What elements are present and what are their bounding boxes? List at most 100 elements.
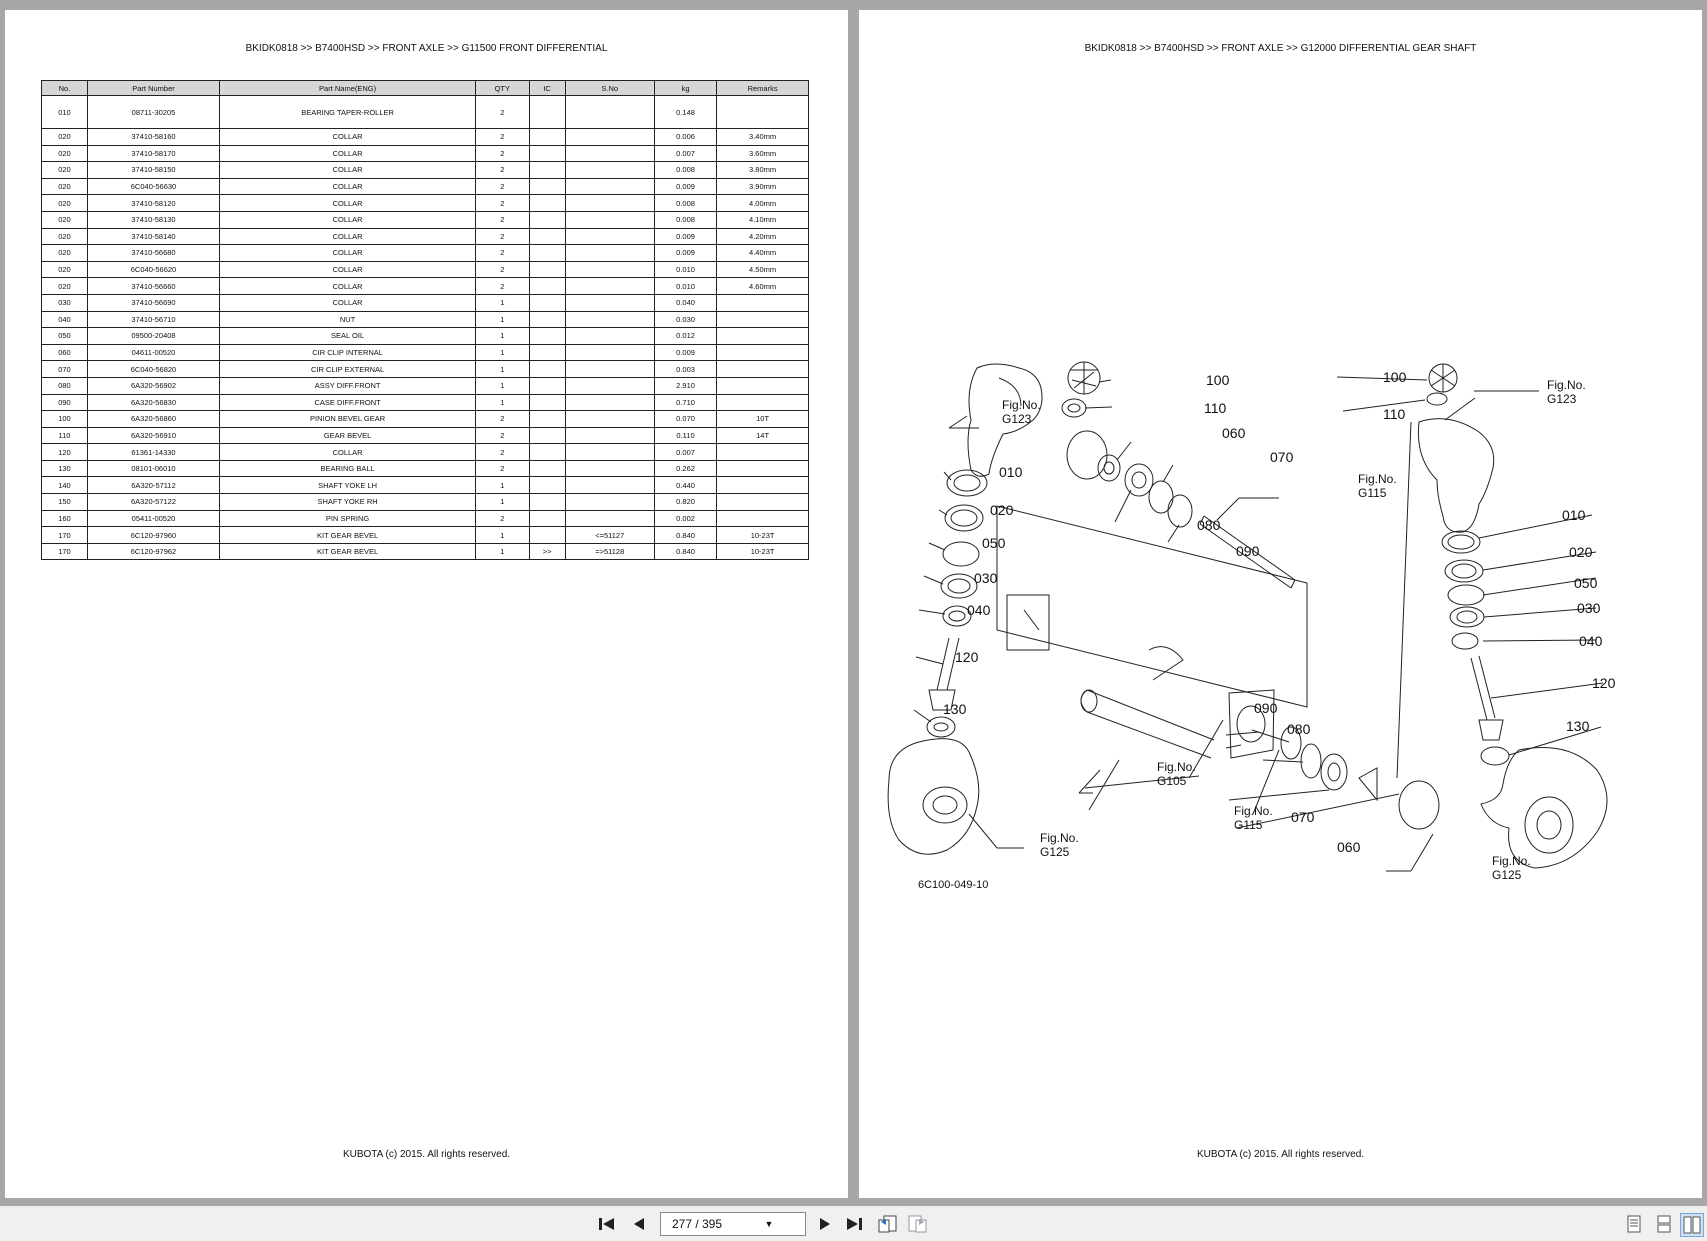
cell-ic (528, 227, 566, 246)
cell-no: 090 (41, 393, 88, 412)
cell-no: 100 (41, 410, 88, 428)
cell-sno (564, 177, 655, 196)
cell-ic (528, 277, 566, 295)
chevron-down-icon[interactable]: ▼ (764, 1219, 774, 1229)
cell-remarks (716, 360, 809, 378)
callout-060: 060 (1222, 425, 1246, 441)
cell-no: 020 (41, 177, 88, 196)
cell-sno (564, 459, 655, 478)
cell-remarks: 10T (716, 410, 809, 428)
cell-ic (528, 493, 566, 511)
cell-qty: 2 (475, 95, 530, 129)
cell-kg: 0.007 (653, 443, 718, 461)
cell-sno (564, 260, 655, 279)
cell-sno (564, 293, 655, 312)
cell-part-name: COLLAR (219, 194, 477, 212)
cell-qty: 2 (475, 277, 530, 295)
page-number-field[interactable]: 277 / 395 ▼ (660, 1212, 806, 1236)
cell-part-name: KIT GEAR BEVEL (219, 542, 477, 561)
cell-ic (528, 310, 566, 329)
cell-ic (528, 393, 566, 412)
next-page-icon[interactable] (814, 1213, 836, 1235)
cell-remarks (716, 327, 809, 345)
cell-sno: <=51127 (564, 526, 655, 544)
cell-remarks (716, 293, 809, 312)
cell-sno (564, 244, 655, 262)
cell-part-name: COLLAR (219, 227, 477, 246)
cell-sno (564, 144, 655, 163)
last-page-icon[interactable] (843, 1213, 865, 1235)
col-header-sno: S.No (564, 80, 655, 96)
cell-sno (564, 493, 655, 511)
cell-ic (528, 327, 566, 345)
cell-part-name: COLLAR (219, 260, 477, 279)
cell-no: 070 (41, 360, 88, 378)
table-header-row: No. Part Number Part Name(ENG) QTY IC S.… (41, 80, 809, 96)
callout-070-center: 070 (1291, 809, 1315, 825)
cell-part-number: 37410-58170 (86, 144, 221, 163)
cell-kg: 0.012 (653, 327, 718, 345)
col-header-no: No. (41, 80, 88, 96)
cell-no: 150 (41, 493, 88, 511)
continuous-view-icon[interactable] (1654, 1213, 1674, 1235)
callout-020: 020 (990, 502, 1014, 518)
cell-remarks: 4.40mm (716, 244, 809, 262)
callout-130: 130 (943, 701, 967, 717)
cell-no: 010 (41, 95, 88, 129)
cell-ic (528, 443, 566, 461)
cell-part-number: 6A320-56830 (86, 393, 221, 412)
cell-ic (528, 360, 566, 378)
cell-sno (564, 128, 655, 146)
facing-pages-view-icon[interactable] (1680, 1213, 1704, 1237)
cell-qty: 2 (475, 161, 530, 179)
cell-remarks: 3.90mm (716, 177, 809, 196)
cell-qty: 1 (475, 376, 530, 395)
cell-no: 140 (41, 476, 88, 495)
cell-kg: 0.009 (653, 177, 718, 196)
cell-no: 080 (41, 376, 88, 395)
cell-part-name: SHAFT YOKE RH (219, 493, 477, 511)
cell-part-name: GEAR BEVEL (219, 426, 477, 445)
cell-remarks (716, 393, 809, 412)
callout-040: 040 (967, 602, 991, 618)
cell-qty: 1 (475, 526, 530, 544)
cell-part-name: NUT (219, 310, 477, 329)
cell-sno (564, 277, 655, 295)
cell-remarks: 10-23T (716, 542, 809, 561)
cell-part-number: 37410-56710 (86, 310, 221, 329)
cell-qty: 2 (475, 509, 530, 528)
go-back-view-icon[interactable] (876, 1213, 900, 1235)
cell-remarks (716, 509, 809, 528)
figure-references: Fig.No. G123 Fig.No. G123 Fig.No. G115 F… (1002, 378, 1586, 882)
cell-sno (564, 343, 655, 362)
cell-qty: 2 (475, 244, 530, 262)
cell-ic (528, 459, 566, 478)
cell-sno (564, 509, 655, 528)
cell-ic (528, 476, 566, 495)
cell-ic (528, 526, 566, 544)
fig-no-label: Fig.No. (1002, 398, 1041, 412)
fig-ref-g115-bottom: G115 (1234, 818, 1263, 832)
cell-kg: 0.010 (653, 277, 718, 295)
cell-sno (564, 210, 655, 229)
cell-remarks: 4.50mm (716, 260, 809, 279)
cell-qty: 2 (475, 177, 530, 196)
cell-sno (564, 194, 655, 212)
cell-part-number: 37410-58120 (86, 194, 221, 212)
cell-kg: 0.030 (653, 310, 718, 329)
callout-020-right: 020 (1569, 544, 1593, 560)
cell-part-number: 08101-06010 (86, 459, 221, 478)
col-header-kg: kg (653, 80, 718, 96)
cell-kg: 0.110 (653, 426, 718, 445)
go-forward-view-icon[interactable] (906, 1213, 930, 1235)
previous-page-icon[interactable] (628, 1213, 650, 1235)
first-page-icon[interactable] (596, 1213, 618, 1235)
single-page-view-icon[interactable] (1624, 1213, 1644, 1235)
page-indicator[interactable]: 277 / 395 (671, 1217, 723, 1231)
housing-g125-right (1480, 747, 1608, 869)
